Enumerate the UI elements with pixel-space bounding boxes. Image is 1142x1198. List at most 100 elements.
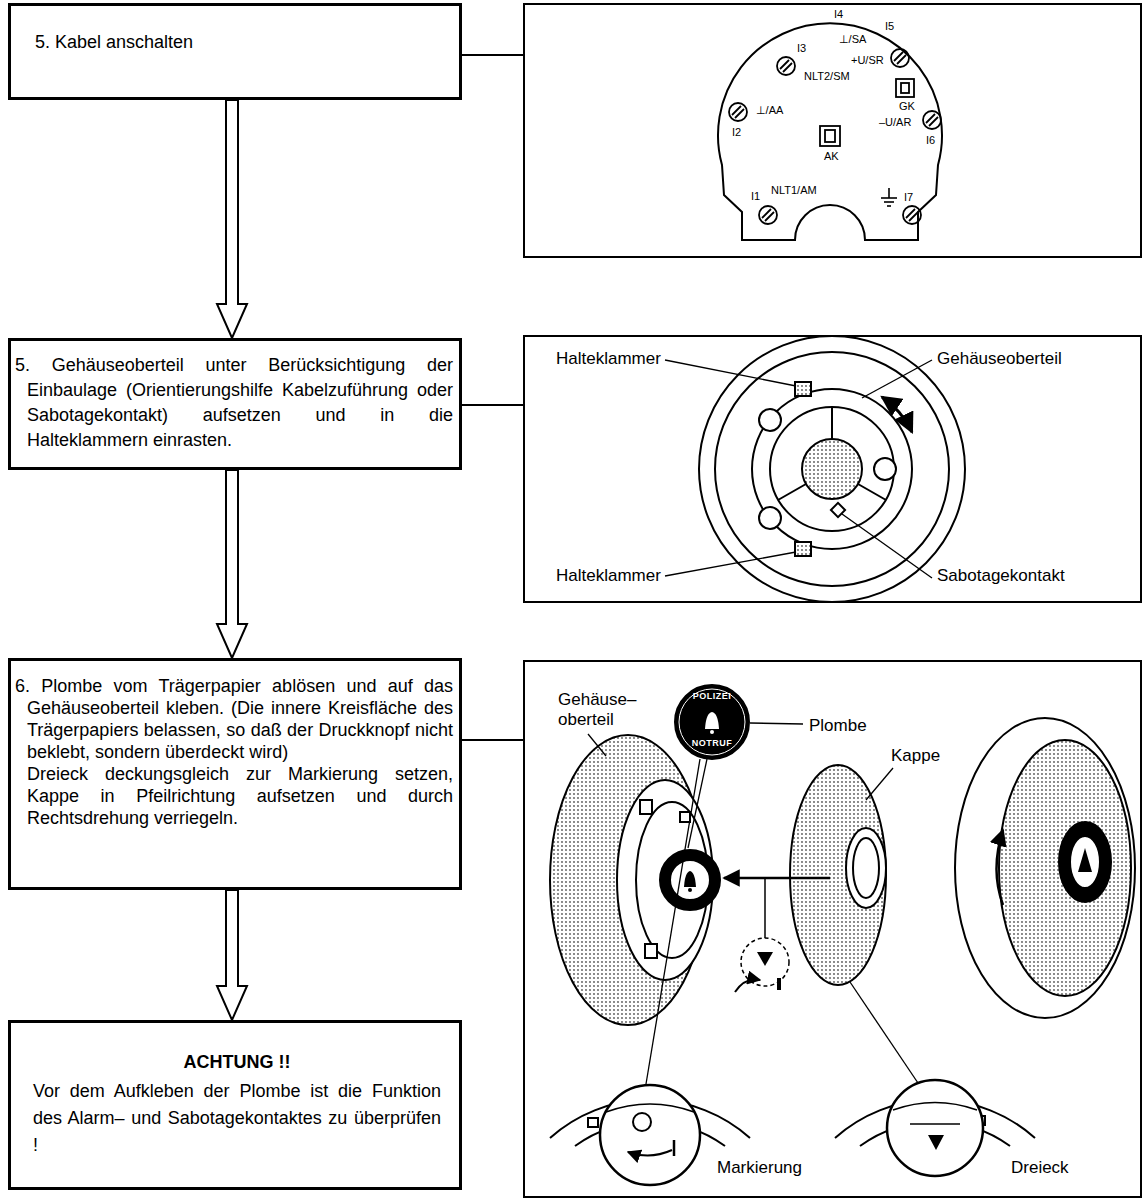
flow-arrow: [217, 470, 247, 658]
detail-marking: [606, 1104, 694, 1112]
direction-arrow: [777, 978, 781, 990]
flow-arrow: [217, 100, 247, 338]
leader-line: [665, 360, 932, 578]
screw-terminal: [735, 109, 744, 118]
detail-marking: [600, 1085, 700, 1185]
part-label: Halteklammer: [555, 349, 662, 369]
housing-top-view: [778, 484, 806, 500]
direction-arrow: [764, 878, 766, 938]
seal: [705, 712, 719, 729]
housing-top-view: [795, 382, 811, 396]
housing-top-view: [858, 484, 886, 500]
mounted-view: [1070, 836, 1100, 888]
direction-arrow: [741, 938, 789, 986]
part-label: Sabotagekontakt: [936, 566, 1066, 586]
mounted-view: [999, 740, 1131, 996]
housing-top-view: [831, 407, 833, 439]
housing-top-view: [715, 352, 949, 586]
terminal-label: NLT1/AM: [770, 184, 818, 197]
illustration-panel: Gehäuse–oberteilPlombeKappePOLIZEINOTRUF…: [523, 660, 1142, 1198]
terminal-label: NLT2/SM: [803, 70, 851, 83]
detail-triangle: [835, 1080, 1035, 1176]
seal: [675, 685, 749, 759]
housing-top: [684, 871, 696, 887]
warning-box: ACHTUNG !!Vor dem Aufkleben der Plombe i…: [8, 1020, 462, 1190]
screw-terminal: [759, 206, 777, 224]
screw-terminal: [729, 49, 941, 224]
step-text: 5. Gehäuseoberteil unter Berücksichtigun…: [27, 353, 453, 453]
screw-terminal: [729, 103, 747, 121]
terminal-label: I5: [884, 20, 895, 33]
mounted-view: [1059, 822, 1111, 902]
ground-symbol: [881, 197, 897, 199]
contact-square: [896, 79, 914, 97]
terminal-label: I4: [833, 8, 844, 21]
mounted-view: [955, 718, 1135, 1018]
direction-arrow: [757, 952, 773, 966]
leader-line: [842, 514, 932, 578]
contact-square: [820, 126, 840, 146]
assembly-drawing: [550, 685, 1135, 1185]
detail-triangle: [887, 1080, 983, 1176]
screw-terminal: [765, 212, 774, 221]
step-box: 6. Plombe vom Trägerpapier ablösen und a…: [8, 658, 462, 890]
mounted-view: [1078, 848, 1092, 872]
terminal-label: I1: [750, 190, 761, 203]
housing-top: [680, 812, 690, 822]
part-label: Kappe: [890, 746, 941, 766]
leader-line: [750, 723, 803, 724]
ground-symbol: [881, 188, 897, 206]
housing-top-view: [759, 507, 781, 529]
ground-symbol: [887, 205, 891, 207]
step-text: 5. Kabel anschalten: [35, 30, 447, 55]
housing-top: [550, 735, 720, 1025]
leader-line: [665, 552, 796, 576]
terminal-label: ⊥/SA: [838, 33, 867, 46]
housing-top: [670, 860, 710, 900]
screw-terminal: [897, 55, 906, 64]
part-label: Gehäuseoberteil: [936, 349, 1063, 369]
housing-top-view: [882, 397, 912, 432]
leader-line: [588, 723, 918, 1084]
detail-triangle: [928, 1135, 944, 1150]
step-box: 5. Kabel anschalten: [8, 3, 462, 100]
flow-arrow: [217, 890, 247, 1020]
link-line: [462, 54, 523, 56]
terminal-label: –U/AR: [878, 116, 912, 129]
housing-top-view: [874, 458, 896, 480]
mounted-view: [997, 830, 1004, 905]
housing-top: [660, 850, 720, 910]
leader-line: [588, 734, 606, 756]
leader-line: [850, 982, 918, 1083]
cap: [846, 828, 886, 908]
detail-marking: [588, 1118, 598, 1127]
seal-text: POLIZEI: [692, 691, 733, 701]
terminal-label: I2: [731, 126, 742, 139]
leader-line: [646, 759, 700, 1084]
housing-top-view: [759, 409, 781, 431]
terminal-label: I7: [903, 191, 914, 204]
step-text: Dreieck deckungsgleich zur Markierung se…: [27, 763, 453, 829]
illustration-panel: HalteklammerGehäuseoberteilHalteklammerS…: [523, 335, 1142, 603]
contact-square: [825, 130, 835, 142]
screw-terminal: [783, 63, 792, 72]
illustration-panel: I4I5⊥/SAI3+U/SRNLT2/SMGK⊥/AA–U/ARI2I6AKI…: [523, 3, 1142, 258]
leader-line: [866, 768, 893, 800]
link-line: [462, 404, 523, 406]
screw-terminal: [929, 117, 938, 126]
housing-top-view: [802, 439, 862, 499]
part-label: Markierung: [716, 1158, 803, 1178]
seal: [675, 685, 749, 759]
terminal-label: GK: [898, 100, 916, 113]
housing-top: [640, 800, 652, 814]
housing-top: [688, 888, 692, 892]
leader-line: [665, 360, 796, 386]
part-label: Gehäuse–oberteil: [557, 690, 643, 730]
cap: [790, 765, 886, 985]
seal-text: NOTRUF: [691, 738, 734, 748]
detail-marking: [628, 1150, 672, 1156]
warning-title: ACHTUNG !!: [33, 1049, 441, 1076]
screw-terminal: [903, 206, 921, 224]
